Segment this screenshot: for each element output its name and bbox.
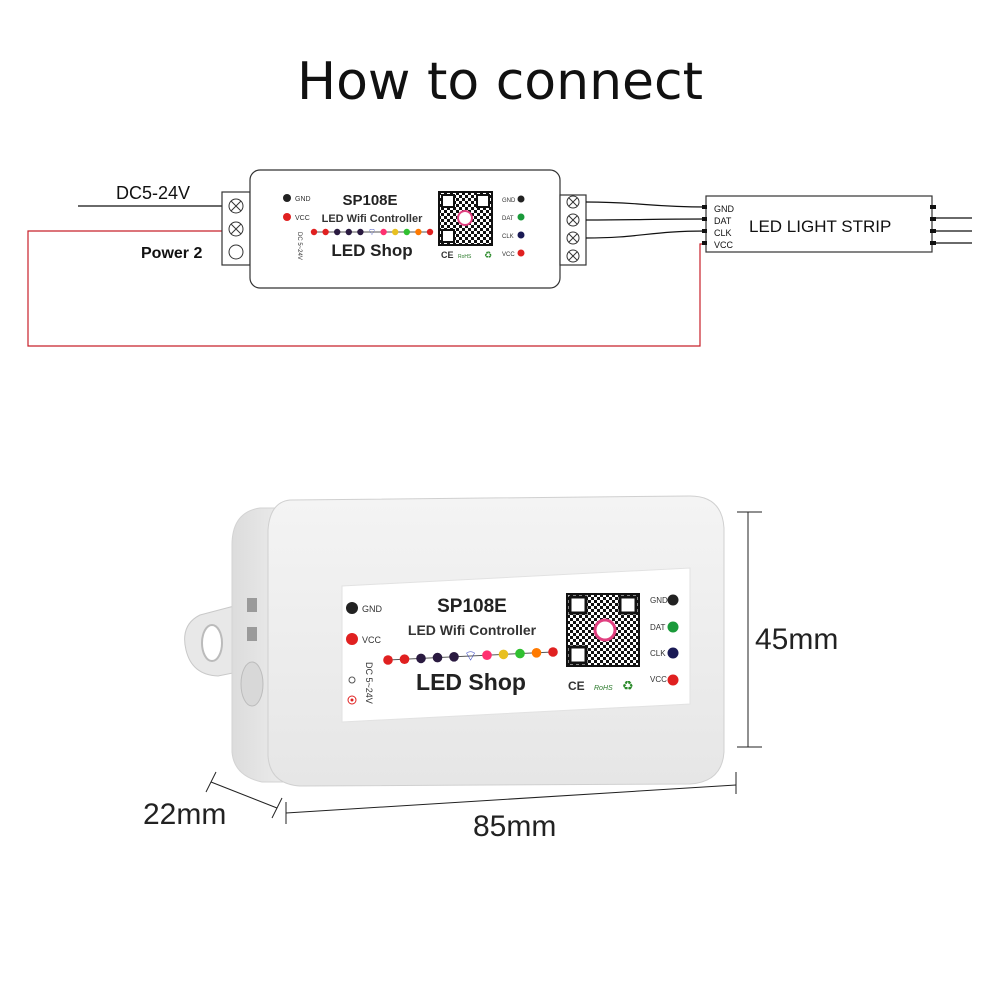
color-dot	[383, 655, 393, 665]
gnd-dot-icon	[346, 602, 358, 614]
color-dot	[334, 228, 341, 236]
page-title: How to connect	[297, 52, 703, 112]
strip-pin-label: CLK	[714, 228, 732, 238]
color-dot	[380, 228, 387, 236]
left-terminal-block	[221, 191, 251, 266]
color-dot	[426, 228, 434, 236]
gnd-dot-icon	[517, 195, 525, 203]
dc-voltage-text: DC 5~24V	[364, 662, 374, 704]
color-dot	[548, 647, 558, 657]
right-terminal-block	[559, 194, 587, 266]
pin-label: CLK	[650, 649, 666, 658]
clk-dot-icon	[517, 231, 525, 239]
pin-label: DAT	[650, 623, 666, 632]
pin-label: VCC	[362, 635, 382, 645]
color-dot	[531, 648, 542, 658]
pin-label: CLK	[502, 234, 514, 240]
power-loop-wire	[27, 230, 708, 347]
led-light-strip: GND DAT CLK VCC LED LIGHT STRIP	[702, 195, 972, 253]
strip-label: LED LIGHT STRIP	[749, 217, 891, 236]
wifi-icon: ⌔	[464, 649, 478, 665]
color-dot	[515, 648, 525, 659]
screw-icon	[566, 213, 580, 227]
screw-icon	[566, 231, 580, 245]
ce-mark: CE	[568, 679, 585, 693]
pin-label: GND	[650, 596, 668, 605]
rohs-mark: RoHS	[594, 685, 613, 692]
input-voltage-label: DC5-24V	[116, 183, 190, 203]
controller-diagram: GND VCC DC 5~24V SP108E LED Wifi Control…	[249, 169, 561, 289]
pin-label: GND	[362, 604, 383, 614]
color-dot	[449, 652, 459, 662]
recycle-icon: ♻	[622, 678, 634, 693]
pin-label: VCC	[295, 215, 310, 222]
screw-icon	[566, 249, 580, 263]
ce-mark: CE	[441, 250, 454, 260]
model-name: SP108E	[342, 192, 397, 209]
pin-label: GND	[295, 196, 311, 203]
vcc-dot-icon	[283, 213, 291, 221]
gnd-dot-icon	[283, 194, 291, 202]
color-dot	[416, 653, 426, 664]
vcc-dot-icon	[517, 249, 525, 257]
controller-subtitle: LED Wifi Controller	[408, 622, 537, 638]
recycle-icon: ♻	[484, 250, 492, 260]
vcc-dot-icon	[346, 633, 358, 645]
color-dot	[403, 228, 410, 236]
controller-subtitle: LED Wifi Controller	[322, 213, 423, 225]
vent-slot	[247, 627, 257, 641]
brand-name: LED Shop	[331, 241, 412, 260]
color-dot	[399, 654, 410, 664]
dc-jack-icon	[228, 244, 244, 260]
dimension-lines	[205, 511, 762, 824]
mounting-ear	[184, 604, 239, 677]
screw-icon	[228, 198, 244, 214]
model-name: SP108E	[437, 596, 507, 617]
signal-wires	[585, 201, 707, 239]
color-dot	[322, 228, 329, 236]
strip-pin-label: VCC	[714, 240, 734, 250]
color-dot	[310, 228, 318, 236]
rohs-mark: RoHS	[458, 254, 472, 260]
pin-label: GND	[502, 198, 516, 204]
dc-voltage-text: DC 5~24V	[296, 232, 302, 260]
width-dimension: 85mm	[473, 810, 556, 843]
color-dot	[415, 228, 422, 236]
polarity-icon	[347, 676, 357, 705]
strip-pin-label: GND	[714, 204, 735, 214]
color-dot	[498, 649, 509, 660]
color-dot	[432, 652, 443, 663]
screw-icon	[228, 221, 244, 237]
clk-dot-icon	[667, 647, 679, 659]
controller-label: GND VCC DC 5~24V SP108E LED Wifi Control…	[341, 567, 691, 723]
color-dot	[482, 650, 492, 660]
height-dimension: 45mm	[755, 623, 838, 656]
color-dots: ⌔	[310, 227, 434, 238]
wifi-icon: ⌔	[367, 227, 376, 238]
pin-label: VCC	[650, 675, 667, 684]
color-dot	[345, 228, 352, 236]
wiring-diagram: DC5-24V Power 2 GND VCC DC 5~24V SP108E …	[27, 169, 972, 347]
color-dot	[357, 228, 364, 236]
power-2-label: Power 2	[141, 245, 202, 262]
depth-dimension: 22mm	[143, 798, 226, 831]
pin-label: DAT	[502, 216, 514, 222]
color-dots: ⌔	[383, 647, 558, 665]
dat-dot-icon	[667, 621, 679, 633]
brand-name: LED Shop	[416, 669, 526, 695]
vcc-dot-icon	[667, 674, 679, 686]
dat-dot-icon	[517, 213, 525, 221]
gnd-dot-icon	[667, 594, 679, 606]
vent-slot	[247, 598, 257, 612]
screw-icon	[566, 195, 580, 209]
strip-pin-label: DAT	[714, 216, 732, 226]
color-dot	[392, 228, 399, 236]
dc-jack-icon	[240, 661, 264, 707]
pin-label: VCC	[502, 252, 515, 258]
product-illustration: GND VCC DC 5~24V SP108E LED Wifi Control…	[184, 495, 725, 787]
